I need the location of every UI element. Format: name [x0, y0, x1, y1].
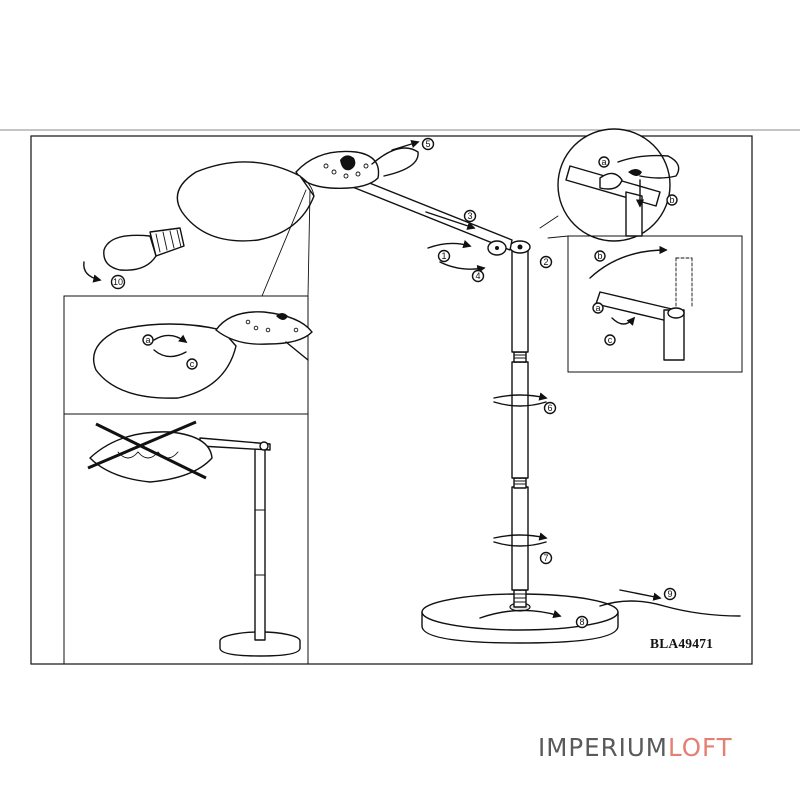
- svg-text:4: 4: [475, 271, 480, 281]
- watermark-part2: LOFT: [667, 733, 733, 762]
- svg-text:b: b: [669, 195, 674, 205]
- pole-segment-upper: [511, 247, 529, 353]
- callout-3: 3: [463, 209, 477, 223]
- svg-text:5: 5: [425, 139, 430, 149]
- light-bulb: [103, 227, 185, 271]
- watermark-part1: IMPERIUM: [538, 733, 668, 762]
- callout-8: 8: [575, 615, 589, 629]
- callout-9: 9: [663, 587, 677, 601]
- detail-shade-inset: [63, 189, 313, 415]
- lamp-shade: [176, 161, 315, 242]
- svg-text:9: 9: [667, 589, 672, 599]
- callout-1: 1: [437, 249, 451, 263]
- model-code: BLA49471: [650, 636, 714, 651]
- callout-4: 4: [471, 269, 485, 283]
- main-lamp: [83, 147, 741, 644]
- rotation-arrows: [391, 139, 562, 619]
- callout-c-right: c: [604, 334, 616, 346]
- callout-a-right: a: [592, 302, 604, 314]
- svg-text:a: a: [601, 157, 606, 167]
- detail-arm-box: [567, 235, 743, 373]
- callout-5: 5: [421, 137, 435, 151]
- callout-b-top: b: [666, 194, 678, 206]
- callout-2: 2: [539, 255, 553, 269]
- svg-text:a: a: [145, 335, 150, 345]
- callouts: 1 2 3 4 5 6 7 8 9 10 a b b a c a c: [110, 137, 678, 629]
- svg-text:b: b: [597, 251, 602, 261]
- callout-7: 7: [539, 551, 553, 565]
- watermark-logo: IMPERIUMLOFT: [538, 733, 733, 762]
- callout-a-left: a: [142, 334, 154, 346]
- svg-text:8: 8: [579, 617, 584, 627]
- detail-hand-inset: [539, 128, 680, 242]
- callout-10: 10: [110, 274, 126, 290]
- outer-frame: [30, 135, 753, 665]
- svg-text:1: 1: [441, 251, 446, 261]
- warning-cross-1: [95, 422, 207, 480]
- svg-text:3: 3: [467, 211, 472, 221]
- svg-text:c: c: [608, 335, 613, 345]
- callout-6: 6: [543, 401, 557, 415]
- warning-cross-2: [87, 420, 197, 470]
- callout-a-top: a: [598, 156, 610, 168]
- callout-c-left: c: [186, 358, 198, 370]
- lamp-head-housing: [295, 150, 380, 189]
- svg-text:6: 6: [547, 403, 552, 413]
- pole-segment-lower: [511, 486, 529, 591]
- svg-text:c: c: [190, 359, 195, 369]
- svg-text:a: a: [595, 303, 600, 313]
- detail-arm-inset: [547, 235, 743, 373]
- svg-text:7: 7: [543, 553, 548, 563]
- detail-warning-box: [63, 413, 309, 665]
- svg-text:10: 10: [113, 277, 123, 287]
- detail-warning-inset: [63, 413, 309, 665]
- svg-text:2: 2: [543, 257, 548, 267]
- callout-b-right: b: [594, 250, 606, 262]
- pole-segment-middle: [511, 361, 529, 479]
- power-cable: [599, 600, 741, 617]
